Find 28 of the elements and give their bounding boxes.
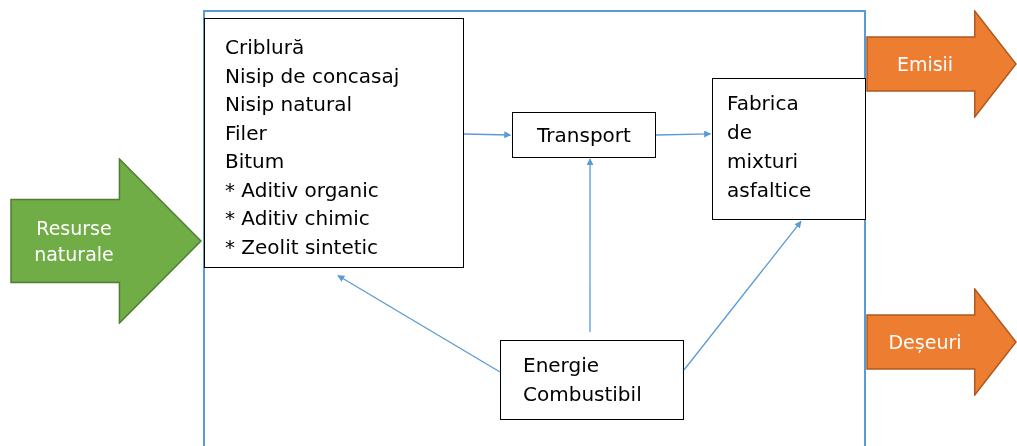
- node-text: Energie: [523, 352, 601, 379]
- arrow: [586, 158, 594, 333]
- process-box: [712, 78, 866, 220]
- node-text: Emisii: [895, 52, 955, 77]
- arrow: [683, 220, 802, 371]
- arrow: [463, 131, 512, 139]
- node-text: Resurse naturale: [33, 216, 115, 267]
- node-text: Filer: [225, 119, 268, 147]
- node-text: Fabrica de mixturi asfaltice: [727, 90, 813, 204]
- node-text: * Aditiv chimic: [225, 205, 371, 232]
- arrow: [655, 130, 712, 138]
- output-arrow: [866, 288, 1017, 396]
- node-text: Transport: [537, 122, 631, 148]
- node-text: Nisip de concasaj: [225, 62, 401, 90]
- arrow: [337, 274, 501, 373]
- node-text: Criblură: [225, 34, 306, 61]
- system-boundary: [203, 10, 866, 446]
- node-text: Bitum: [225, 148, 286, 175]
- node-text: * Zeolit sintetic: [225, 233, 380, 261]
- output-arrow: [866, 10, 1017, 118]
- node-text: * Aditiv organic: [225, 176, 380, 204]
- process-box: [500, 340, 684, 420]
- node-text: Nisip natural: [225, 91, 354, 118]
- input-arrow: [10, 158, 202, 324]
- node-text: Combustibil: [523, 381, 643, 408]
- materials-box: [204, 18, 464, 268]
- process-box: [512, 112, 656, 158]
- node-text: Deșeuri: [887, 330, 963, 355]
